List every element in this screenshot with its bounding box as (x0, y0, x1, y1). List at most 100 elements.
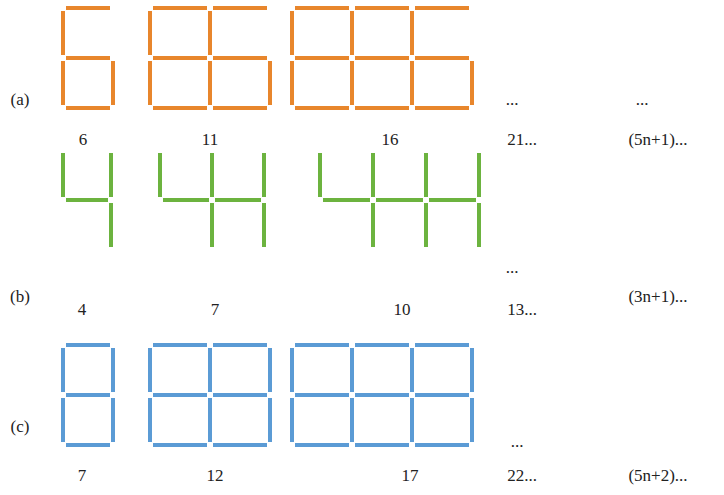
matchstick (66, 443, 110, 447)
matchstick (213, 393, 267, 397)
matchstick (429, 198, 476, 202)
matchstick (268, 398, 272, 442)
pattern-label: ... (506, 258, 519, 278)
pattern-label: ... (636, 90, 649, 110)
pattern-label: (a) (11, 90, 30, 110)
matchstick (262, 203, 266, 247)
matchstick (295, 443, 349, 447)
matchstick (153, 56, 207, 60)
matchstick (477, 203, 481, 247)
matchstick (213, 106, 267, 110)
matchstick (415, 443, 469, 447)
matchstick (355, 106, 409, 110)
matchstick (415, 106, 469, 110)
pattern-label: 10 (394, 300, 411, 320)
matchstick (415, 393, 469, 397)
matchstick (376, 198, 423, 202)
matchstick (295, 343, 349, 347)
pattern-label: 12 (207, 466, 224, 486)
matchstick (355, 343, 409, 347)
pattern-label: 7 (211, 300, 220, 320)
pattern-label: (b) (10, 287, 30, 307)
matchstick (295, 393, 349, 397)
matchstick (215, 198, 261, 202)
matchstick (61, 153, 65, 197)
pattern-label: 22... (507, 466, 537, 486)
matchstick (66, 393, 110, 397)
matchstick (61, 61, 65, 105)
matchstick (153, 106, 207, 110)
matchstick (470, 398, 474, 442)
matchstick (268, 348, 272, 392)
matchstick (109, 153, 113, 197)
pattern-label: (5n+1)... (628, 130, 687, 150)
matchstick (66, 343, 110, 347)
pattern-label: 7 (78, 466, 87, 486)
matchstick (208, 61, 212, 105)
matchstick (268, 61, 272, 105)
matchstick (153, 443, 207, 447)
matchstick (61, 11, 65, 55)
matchstick (323, 198, 370, 202)
matchstick (210, 203, 214, 247)
matchstick (355, 393, 409, 397)
matchstick (470, 61, 474, 105)
pattern-label: (3n+1)... (628, 287, 687, 307)
matchstick (66, 6, 110, 10)
matchstick (153, 6, 207, 10)
matchstick (213, 6, 267, 10)
pattern-label: 11 (202, 130, 218, 150)
matchstick (410, 398, 414, 442)
matchstick (290, 348, 294, 392)
matchstick (410, 61, 414, 105)
matchstick (208, 11, 212, 55)
matchstick (410, 348, 414, 392)
matchstick (213, 443, 267, 447)
matchstick (111, 398, 115, 442)
pattern-label: 16 (382, 130, 399, 150)
pattern-label: 21... (507, 130, 537, 150)
matchstick (213, 56, 267, 60)
matchstick (371, 203, 375, 247)
matchstick (262, 153, 266, 197)
matchstick (424, 203, 428, 247)
pattern-label: ... (506, 90, 519, 110)
matchstick (66, 198, 108, 202)
matchstick (208, 398, 212, 442)
pattern-label: 6 (79, 130, 88, 150)
matchstick (153, 393, 207, 397)
pattern-label: 17 (402, 466, 419, 486)
matchstick (111, 61, 115, 105)
matchstick (213, 343, 267, 347)
matchstick (153, 343, 207, 347)
matchstick (148, 61, 152, 105)
matchstick (371, 153, 375, 197)
matchstick (66, 106, 110, 110)
matchstick (148, 11, 152, 55)
matchstick (355, 6, 409, 10)
matchstick (163, 198, 209, 202)
matchstick (148, 398, 152, 442)
matchstick (415, 343, 469, 347)
matchstick (410, 11, 414, 55)
pattern-label: ... (511, 432, 524, 452)
matchstick (350, 11, 354, 55)
pattern-label: 13... (507, 300, 537, 320)
matchstick (295, 56, 349, 60)
matchstick (350, 61, 354, 105)
matchstick (355, 443, 409, 447)
matchstick (111, 348, 115, 392)
matchstick (208, 348, 212, 392)
matchstick (477, 153, 481, 197)
matchstick (290, 398, 294, 442)
matchstick (295, 6, 349, 10)
pattern-label: 4 (78, 300, 87, 320)
pattern-label: (5n+2)... (628, 466, 687, 486)
matchstick (158, 153, 162, 197)
matchstick (355, 56, 409, 60)
matchstick (148, 348, 152, 392)
matchstick (470, 348, 474, 392)
matchstick (61, 398, 65, 442)
matchstick (295, 106, 349, 110)
